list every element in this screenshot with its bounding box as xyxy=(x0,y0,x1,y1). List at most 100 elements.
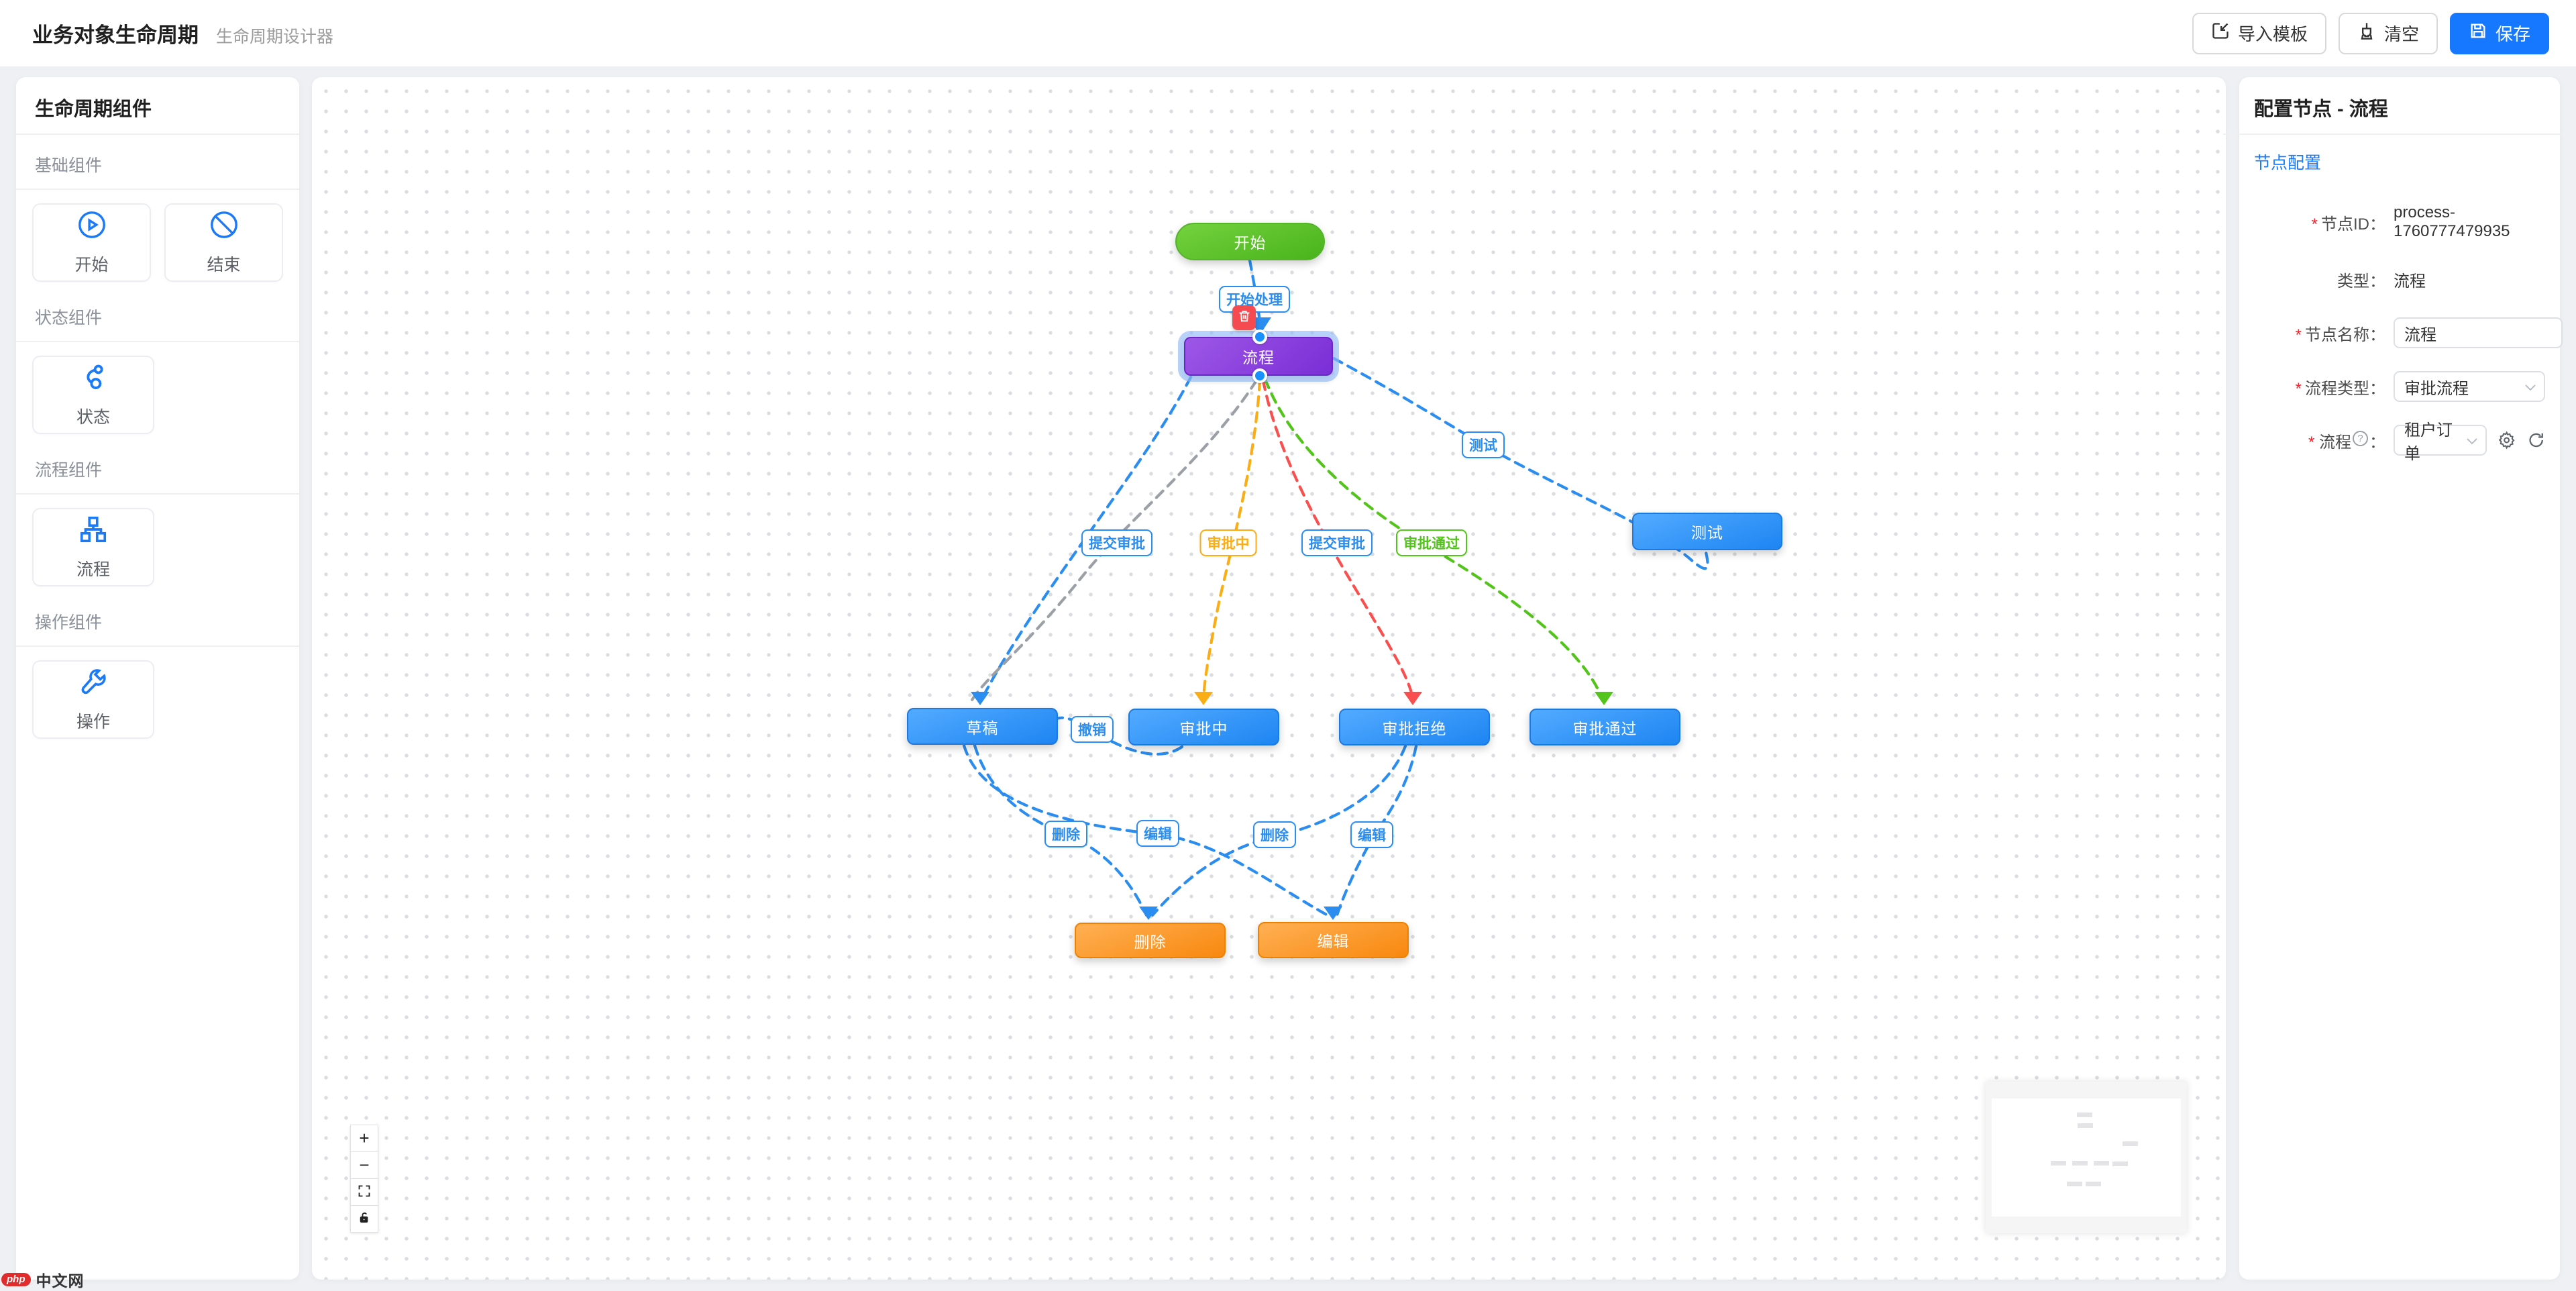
minimap-node-mark xyxy=(2123,1141,2138,1146)
edge-label-chip[interactable]: 编辑 xyxy=(1350,821,1393,848)
edge-label-chip[interactable]: 删除 xyxy=(1044,821,1087,847)
save-button[interactable]: 保存 xyxy=(2449,12,2549,54)
component-card-状态[interactable]: 状态 xyxy=(32,356,154,434)
edge-label-chip[interactable]: 提交审批 xyxy=(1081,529,1152,556)
flow-label: * 流程?： xyxy=(2254,429,2385,452)
edge-label-chip[interactable]: 提交审批 xyxy=(1301,529,1373,556)
node-id-row: 节点ID： process-1760777479935 xyxy=(2254,203,2545,241)
edge-label-chip[interactable]: 审批通过 xyxy=(1396,529,1467,556)
component-card-label: 流程 xyxy=(76,560,110,579)
flow-chart-icon xyxy=(78,514,109,548)
sidebar-section-label: 操作组件 xyxy=(35,613,103,632)
php-cn-watermark: php 中文网 xyxy=(1,1268,85,1291)
component-card-流程[interactable]: 流程 xyxy=(32,508,154,586)
edge-arrowhead xyxy=(1403,692,1422,705)
wrench-icon xyxy=(78,666,109,701)
lock-button[interactable] xyxy=(350,1205,378,1233)
import-template-button[interactable]: 导入模板 xyxy=(2192,12,2326,54)
flow-node-approved[interactable]: 审批通过 xyxy=(1529,709,1680,745)
flow-edge[interactable] xyxy=(1201,378,1262,702)
minimap-viewport[interactable] xyxy=(1992,1098,2181,1217)
zoom-in-icon: + xyxy=(359,1128,370,1148)
flow-select[interactable]: 租户订单 xyxy=(2394,421,2487,463)
flow-type-row: 流程类型： 审批流程 xyxy=(2254,371,2545,402)
php-logo: php xyxy=(1,1273,31,1286)
edge-label-chip[interactable]: 编辑 xyxy=(1136,820,1179,847)
fit-view-button[interactable] xyxy=(350,1178,378,1206)
clear-button[interactable]: 清空 xyxy=(2338,12,2438,54)
node-type-row: 类型： 流程 xyxy=(2254,264,2545,295)
edge-arrowhead xyxy=(1324,907,1342,920)
gear-icon[interactable] xyxy=(2498,430,2516,450)
node-port[interactable] xyxy=(1252,329,1267,344)
component-card-结束[interactable]: 结束 xyxy=(164,203,283,282)
import-icon xyxy=(2211,21,2230,45)
edge-label-chip[interactable]: 测试 xyxy=(1462,431,1505,458)
node-type-label: 类型： xyxy=(2337,272,2385,291)
minimap-node-mark xyxy=(2067,1182,2082,1186)
lock-icon xyxy=(358,1208,371,1229)
edge-label-chip[interactable]: 删除 xyxy=(1253,821,1296,848)
flow-edge[interactable] xyxy=(970,378,1258,702)
divider xyxy=(2223,134,2576,135)
stop-circle-icon xyxy=(209,209,239,244)
help-icon[interactable]: ? xyxy=(2353,430,2368,446)
sidebar-section-label: 状态组件 xyxy=(35,309,103,327)
edge-arrowhead xyxy=(971,692,989,705)
divider xyxy=(16,646,299,647)
flow-node-edit[interactable]: 编辑 xyxy=(1258,922,1409,958)
minimap-node-mark xyxy=(2072,1161,2088,1166)
node-name-row: 节点名称： xyxy=(2254,317,2563,348)
sidebar-section-label: 基础组件 xyxy=(35,156,103,175)
divider xyxy=(16,189,299,190)
component-card-label: 状态 xyxy=(76,408,110,427)
component-card-label: 操作 xyxy=(76,713,110,731)
minimap-node-mark xyxy=(2078,1123,2093,1128)
component-card-label: 结束 xyxy=(207,256,241,274)
node-port[interactable] xyxy=(1252,368,1267,383)
zoom-in-button[interactable]: + xyxy=(350,1125,378,1152)
minimap-node-mark xyxy=(2112,1161,2128,1166)
flow-edge[interactable] xyxy=(1332,356,1709,570)
component-card-开始[interactable]: 开始 xyxy=(32,203,151,282)
component-sidebar: 生命周期组件 基础组件开始结束状态组件状态流程组件流程操作组件操作 xyxy=(16,77,299,1280)
clear-icon xyxy=(2357,21,2376,45)
canvas-controls: +− xyxy=(350,1125,378,1233)
flow-node-delete[interactable]: 删除 xyxy=(1075,923,1226,958)
delete-edge-button[interactable] xyxy=(1232,305,1256,330)
flow-node-rejected[interactable]: 审批拒绝 xyxy=(1339,709,1490,745)
zoom-out-button[interactable]: − xyxy=(350,1151,378,1179)
flow-node-approving[interactable]: 审批中 xyxy=(1128,709,1279,745)
minimap-node-mark xyxy=(2094,1161,2109,1166)
zoom-out-icon: − xyxy=(359,1155,370,1175)
flow-canvas[interactable]: 开始流程测试草稿审批中审批拒绝审批通过删除编辑开始处理提交审批审批中提交审批审批… xyxy=(312,77,2226,1280)
flow-edge[interactable] xyxy=(962,743,1330,917)
minimap[interactable] xyxy=(1986,1082,2187,1233)
minimap-node-mark xyxy=(2077,1113,2092,1117)
component-card-操作[interactable]: 操作 xyxy=(32,660,154,739)
divider xyxy=(16,341,299,342)
tab-node-config[interactable]: 节点配置 xyxy=(2254,154,2322,172)
edge-label-chip[interactable]: 撤销 xyxy=(1071,716,1114,743)
flow-type-select[interactable]: 审批流程 xyxy=(2394,371,2545,402)
flow-node-start[interactable]: 开始 xyxy=(1175,223,1325,260)
flow-node-draft[interactable]: 草稿 xyxy=(907,708,1058,745)
page-subtitle: 生命周期设计器 xyxy=(216,28,334,46)
divider xyxy=(16,493,299,495)
component-card-label: 开始 xyxy=(74,256,109,274)
app-header: 业务对象生命周期 生命周期设计器 导入模板 清空 保存 xyxy=(0,0,2576,66)
minimap-node-mark xyxy=(2086,1182,2101,1186)
node-name-input[interactable] xyxy=(2394,317,2563,348)
edge-arrowhead xyxy=(1139,907,1158,920)
fit-view-icon xyxy=(358,1182,371,1202)
edge-label-chip[interactable]: 审批中 xyxy=(1199,529,1257,556)
chevron-down-icon xyxy=(2460,431,2478,450)
flow-row: * 流程?： 租户订单 xyxy=(2254,421,2545,463)
divider xyxy=(16,134,299,135)
flow-edge[interactable] xyxy=(1261,378,1415,702)
flow-node-test[interactable]: 测试 xyxy=(1632,513,1782,550)
save-icon xyxy=(2469,21,2487,45)
refresh-icon[interactable] xyxy=(2527,430,2545,450)
node-name-label: 节点名称： xyxy=(2254,321,2385,345)
edge-arrowhead xyxy=(1194,692,1213,705)
